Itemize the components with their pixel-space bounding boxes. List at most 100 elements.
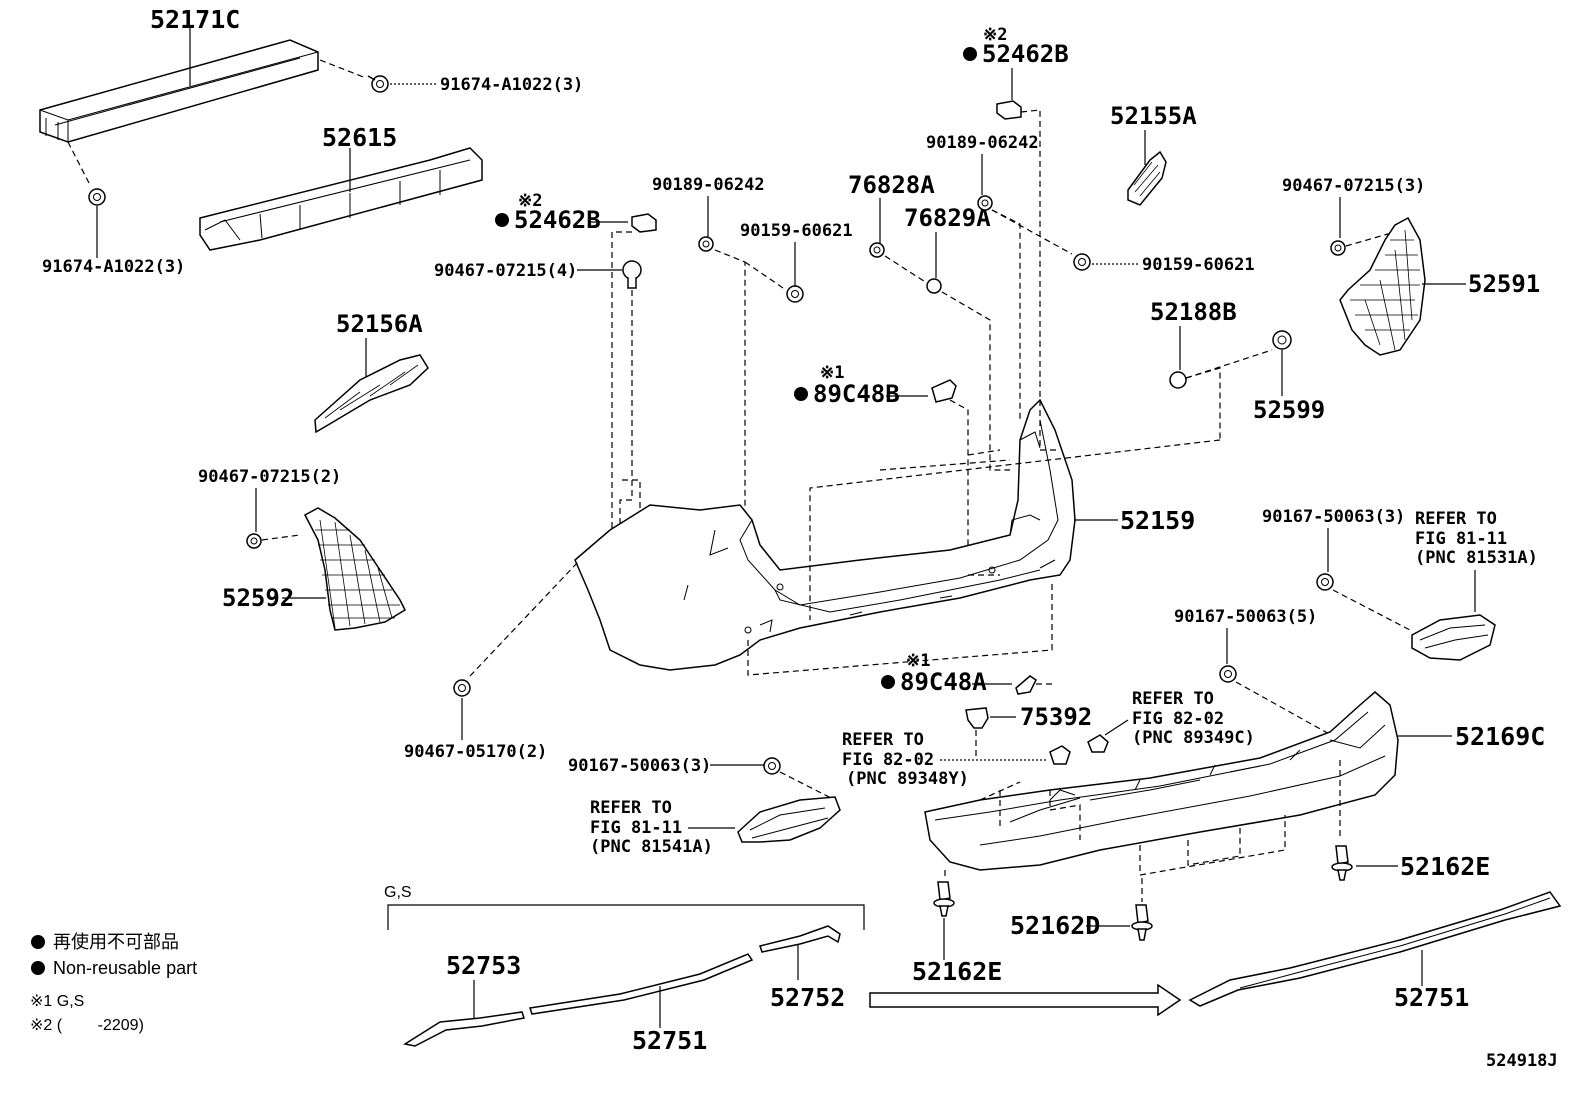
label-90167-5: 90167-50063(5) [1174,607,1317,627]
refer-89349C-line2: FIG 82-02 [1132,709,1224,729]
energy-absorber-52615[interactable] [199,147,483,251]
screw-icon [763,757,781,775]
refer-89349C-line3: (PNC 89349C) [1132,728,1255,748]
note-mark-52462B-top: ※2 [983,25,1007,45]
label-52751-right: 52751 [1394,983,1469,1012]
label-90467-05170: 90467-05170(2) [404,742,547,762]
refer-89349C-line1: REFER TO [1132,689,1214,709]
clip-icon [246,533,262,549]
label-52155A: 52155A [1110,102,1197,130]
label-91674-top: 91674-A1022(3) [440,75,583,95]
arrow-right-icon [869,983,1182,1017]
fastener-52162E-right[interactable] [1331,845,1353,881]
bolt-icon [786,285,804,303]
label-52753: 52753 [446,951,521,980]
pad-52462B-top[interactable] [996,100,1022,120]
note-mark-52462B-mid: ※2 [518,191,542,211]
label-52751-left: 52751 [632,1026,707,1055]
sensor-bracket-89349C[interactable] [1087,734,1109,753]
diagram-code: 524918J [1486,1051,1558,1071]
sensor-bracket-89348Y[interactable] [1049,745,1071,765]
nut-icon [869,242,885,258]
refer-81541A-line1: REFER TO [590,798,672,818]
molding-52752[interactable] [759,925,841,953]
grommet-icon [926,278,942,294]
refer-89348Y-line2: FIG 82-02 [842,750,934,770]
label-76829A: 76829A [904,204,991,232]
nut-icon [977,195,993,211]
label-90467-3: 90467-07215(3) [1282,176,1425,196]
label-gs: G,S [384,884,412,901]
nut-icon [698,236,714,252]
note-mark-89C48B: ※1 [820,363,844,383]
label-90189-left: 90189-06242 [652,175,765,195]
cover-89C48B[interactable] [931,379,957,403]
label-52599: 52599 [1253,396,1325,424]
refer-81531A-line1: REFER TO [1415,509,1497,529]
clip-icon [622,260,642,289]
side-bracket-52155A[interactable] [1127,150,1167,206]
label-52188B: 52188B [1150,298,1237,326]
label-52462B-mid: 52462B [514,206,601,234]
refer-81541A-line2: FIG 81-11 [590,818,682,838]
bolt-icon [367,75,389,93]
label-91674-left: 91674-A1022(3) [42,257,185,277]
fastener-52162E-bottom[interactable] [933,881,955,917]
clip-75392[interactable] [965,707,989,729]
fastener-52162D[interactable] [1131,904,1153,941]
label-52162E-bottom: 52162E [912,957,1002,986]
pad-icon [1169,371,1187,389]
refer-81531A-line2: FIG 81-11 [1415,529,1507,549]
label-90189-right: 90189-06242 [926,133,1039,153]
legend-non-reusable-en: Non-reusable part [53,958,197,978]
cover-89C48A[interactable] [1015,675,1037,695]
label-52169C: 52169C [1455,722,1545,751]
bolt-icon [88,188,106,206]
refer-89348Y-line1: REFER TO [842,730,924,750]
refer-89348Y-line3: (PNC 89348Y) [846,769,969,789]
pad-52462B-mid[interactable] [631,213,657,233]
label-52615: 52615 [322,123,397,152]
label-52159: 52159 [1120,506,1195,535]
spacer-52592[interactable] [303,507,406,631]
label-90159-right: 90159-60621 [1142,255,1255,275]
screw-icon [1316,573,1334,591]
label-90467-2: 90467-07215(2) [198,467,341,487]
label-52162D: 52162D [1010,911,1100,940]
molding-52753[interactable] [403,1011,525,1047]
molding-52751-left[interactable] [529,953,754,1015]
label-90159-left: 90159-60621 [740,221,853,241]
label-52162E-right: 52162E [1400,852,1490,881]
label-75392: 75392 [1020,703,1092,731]
legend-note1: ※1 G,S [30,993,84,1010]
label-52752: 52752 [770,983,845,1012]
lower-bumper-52169C[interactable] [924,691,1399,871]
label-90167-3-right: 90167-50063(3) [1262,507,1405,527]
bolt-icon [1073,253,1091,271]
reinforcement-beam-52171C[interactable] [39,39,319,143]
screw-icon [1219,665,1237,683]
legend-note2: ※2 ( -2209) [30,1017,144,1034]
refer-81531A-line3: (PNC 81531A) [1415,548,1538,568]
legend-non-reusable-jp: 再使用不可部品 [53,932,179,952]
clip-52599[interactable] [1272,330,1292,350]
label-52156A: 52156A [336,310,423,338]
side-bracket-52156A[interactable] [314,354,429,434]
reflector-81531A[interactable] [1411,614,1496,661]
molding-52751-right[interactable] [1188,891,1562,1007]
clip-icon [453,679,471,697]
label-52591: 52591 [1468,270,1540,298]
label-89C48B: 89C48B [813,380,900,408]
label-52592: 52592 [222,584,294,612]
spacer-52591[interactable] [1339,216,1426,356]
bumper-cover-52159[interactable] [574,398,1076,671]
label-76828A: 76828A [848,171,935,199]
clip-icon [1330,240,1346,256]
label-89C48A: 89C48A [900,668,987,696]
label-52171C: 52171C [150,5,240,34]
reflector-81541A[interactable] [737,796,841,843]
label-90467-4: 90467-07215(4) [434,261,577,281]
label-90167-3-left: 90167-50063(3) [568,756,711,776]
refer-81541A-line3: (PNC 81541A) [590,837,713,857]
